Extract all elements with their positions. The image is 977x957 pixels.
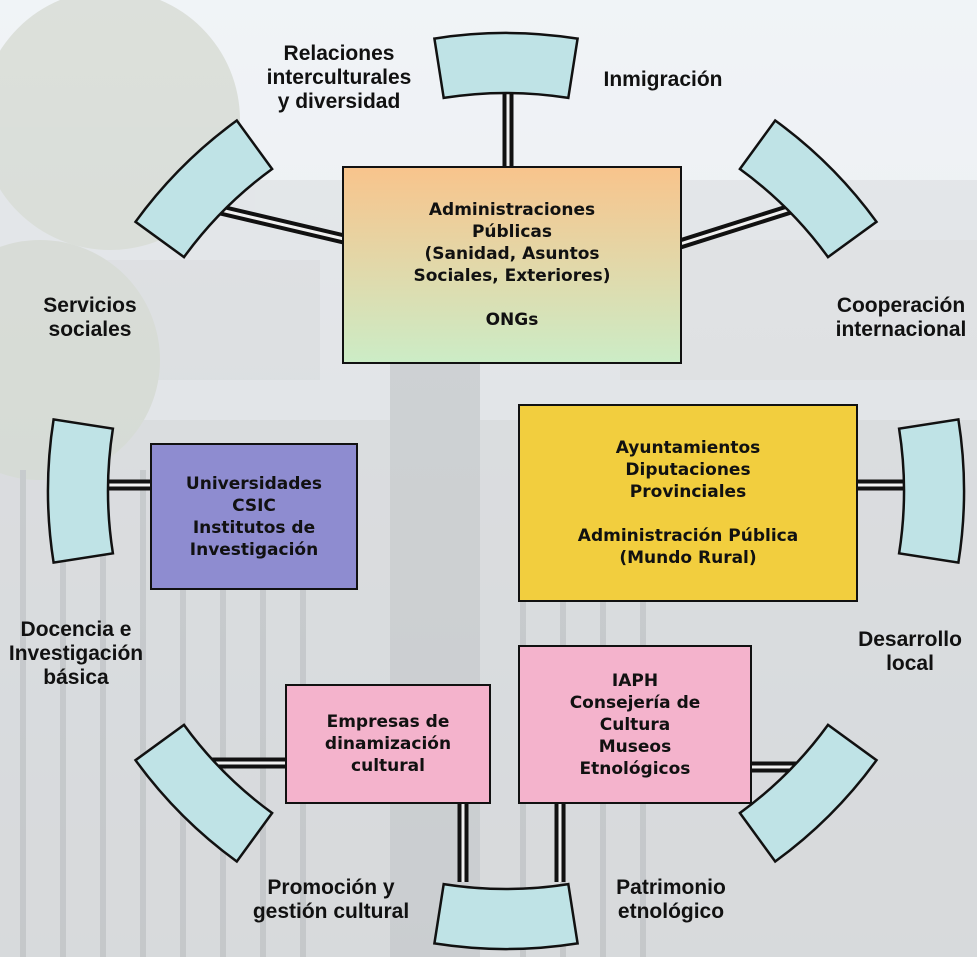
ring-segment-upper-right (738, 118, 879, 259)
label-docencia: Docencia e Investigación básica (8, 618, 144, 689)
ring-segment-left (46, 417, 115, 565)
label-servicios: Servicios sociales (43, 294, 137, 341)
box-administraciones-text: Administraciones Públicas (Sanidad, Asun… (413, 200, 611, 330)
label-patrimonio: Patrimonio etnológico (616, 876, 726, 923)
box-ayuntamientos: Ayuntamientos Diputaciones Provinciales … (518, 404, 858, 602)
label-promocion: Promoción y gestión cultural (252, 876, 410, 923)
ring-segments (46, 31, 966, 951)
ring-segment-right (897, 417, 966, 565)
ring-segment-upper-left (133, 118, 274, 259)
label-relaciones: Relaciones interculturales y diversidad (266, 42, 412, 113)
ring-segment-lower-right (738, 723, 879, 864)
box-iaph: IAPH Consejería de Cultura Museos Etnoló… (518, 645, 752, 804)
ring-segment-top (432, 31, 580, 100)
label-desarrollo: Desarrollo local (858, 628, 962, 675)
box-empresas-text: Empresas de dinamización cultural (324, 712, 452, 776)
box-administraciones-publicas: Administraciones Públicas (Sanidad, Asun… (342, 166, 682, 364)
box-universidades-text: Universidades CSIC Institutos de Investi… (185, 473, 323, 560)
box-iaph-text: IAPH Consejería de Cultura Museos Etnoló… (569, 670, 701, 779)
label-cooperacion: Cooperación internacional (835, 294, 967, 341)
ring-segment-lower-left (133, 723, 274, 864)
box-empresas: Empresas de dinamización cultural (285, 684, 491, 804)
box-universidades: Universidades CSIC Institutos de Investi… (150, 443, 358, 590)
ring-segment-bottom (432, 882, 580, 951)
box-ayuntamientos-text: Ayuntamientos Diputaciones Provinciales … (577, 438, 799, 568)
label-inmigracion: Inmigración (603, 68, 723, 91)
